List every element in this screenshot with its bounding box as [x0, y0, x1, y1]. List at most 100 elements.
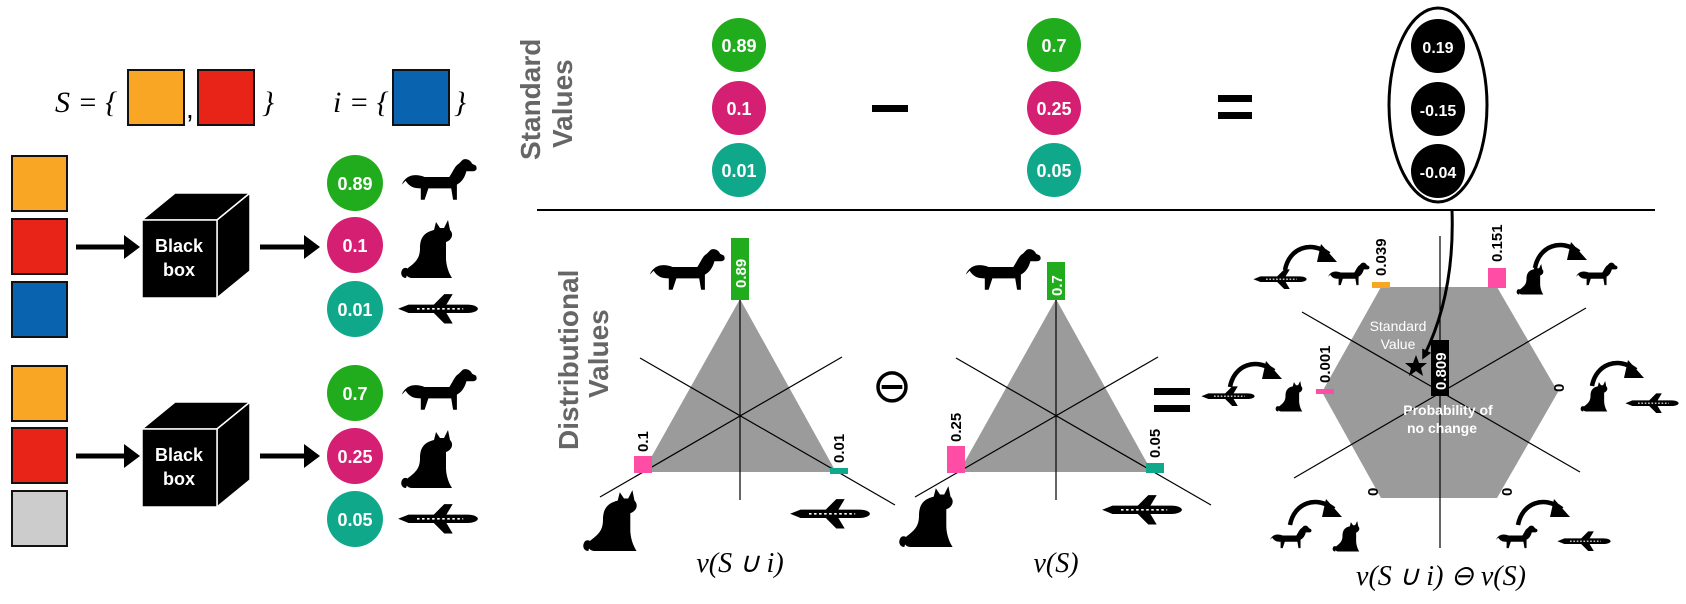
row1-outputs: 0.89 0.1 0.01 [327, 155, 479, 337]
no-change-value: 0.809 [1433, 352, 1450, 390]
no-change-label-line1: Probability of [1403, 402, 1493, 418]
output-circle [327, 217, 383, 273]
black-box-label-line1: Black [155, 445, 204, 465]
curved-arrow-icon [1535, 242, 1587, 268]
result-circle [1411, 82, 1465, 136]
dog-bar [731, 238, 749, 300]
dog-value: 0.89 [733, 259, 750, 288]
cat-icon [1516, 264, 1544, 295]
set-S-orange-square [127, 69, 185, 126]
output-value: 0.89 [337, 174, 372, 194]
set-i-close: } [454, 86, 466, 119]
value-circle [1027, 81, 1081, 135]
plane-bar [1146, 463, 1164, 473]
value-text: 0.7 [1041, 36, 1066, 56]
curved-arrow-icon [1518, 499, 1570, 525]
dog-icon [1270, 525, 1312, 549]
result-value: -0.04 [1420, 165, 1457, 182]
triangle2-caption: v(S) [1033, 548, 1078, 579]
value-text: 0.25 [1036, 99, 1071, 119]
cat-to-plane-transition [1580, 360, 1680, 414]
cat-value: 0.1 [635, 431, 652, 452]
result-ellipse [1387, 6, 1489, 204]
airplane-icon [1200, 385, 1256, 407]
set-S-comma: , [186, 93, 194, 124]
cat-icon [1332, 521, 1360, 552]
star-icon [1405, 355, 1427, 376]
standard-value-label-line2: Value [1381, 336, 1416, 352]
set-notation: S = { , } i = { } [55, 69, 466, 126]
distributional-label-line1: Distributional [553, 270, 584, 450]
plane-to-dog-transition [1252, 244, 1370, 290]
set-S-label: S = { [55, 86, 117, 119]
cat-icon [583, 490, 637, 551]
plane-to-cat-value: 0.001 [1317, 345, 1334, 383]
result-value: -0.15 [1420, 103, 1457, 120]
dog-bar [1047, 262, 1065, 300]
triangle1-caption: v(S ∪ i) [696, 548, 783, 579]
cat-bar [634, 456, 652, 473]
value-text: 0.05 [1036, 161, 1071, 181]
standard-label-line1: Standard [515, 39, 546, 160]
curved-arrow-icon [1285, 244, 1337, 270]
set-S-red-square [197, 69, 255, 126]
flow-arrows [76, 235, 320, 468]
no-change-label-line2: no change [1407, 420, 1477, 436]
row1-input-square [11, 155, 68, 212]
cat-bar [947, 446, 965, 473]
distributional-label-line2: Values [583, 309, 614, 398]
dog-icon [401, 159, 477, 200]
cat-to-dog-bar [1488, 268, 1506, 288]
plane-to-dog-value: 0.039 [1373, 238, 1390, 276]
cat-value: 0.25 [948, 413, 965, 442]
output-value: 0.25 [337, 447, 372, 467]
equals-sign-2 [1154, 388, 1190, 412]
airplane-icon [1101, 494, 1183, 526]
row2-input-square [11, 490, 68, 547]
standard-section-label: Standard Values [515, 39, 578, 160]
value-circle [1027, 143, 1081, 197]
dog-to-plane-value: 0 [1499, 488, 1516, 496]
airplane-icon [397, 503, 479, 535]
cat-icon [899, 486, 953, 547]
value-circle [712, 81, 766, 135]
distribution-difference-operator: ⊖ [872, 360, 912, 413]
standard-subtrahend: 0.7 0.25 0.05 [1027, 18, 1081, 197]
dog-to-plane-transition [1496, 499, 1612, 552]
standard-label-line2: Values [547, 59, 578, 148]
output-circle [327, 281, 383, 337]
value-circle [712, 18, 766, 72]
distributional-section-label: Distributional Values [553, 270, 614, 450]
simplex-triangle-1: 0.89 0.1 0.01 v(S ∪ i) [583, 238, 896, 579]
dog-icon [401, 369, 477, 410]
result-circle [1411, 19, 1465, 73]
dog-to-cat-value: 0 [1365, 488, 1382, 496]
minus-sign [872, 105, 908, 112]
dog-icon [965, 249, 1041, 290]
standard-value-label-line1: Standard [1370, 318, 1427, 334]
curved-arrow-icon [1290, 499, 1342, 525]
value-circle [1027, 18, 1081, 72]
hexagon-caption: v(S ∪ i) ⊖ v(S) [1356, 561, 1526, 592]
output-circle [327, 155, 383, 211]
row1-input-square [11, 218, 68, 275]
value-circle [712, 143, 766, 197]
dog-icon [1496, 525, 1538, 549]
cat-to-dog-value: 0.151 [1489, 224, 1506, 262]
plane-to-dog-bar [1372, 282, 1390, 288]
dog-value: 0.7 [1049, 275, 1066, 296]
airplane-icon [1556, 530, 1612, 552]
black-box-label-line2: box [163, 260, 195, 280]
connector-arrow [1422, 209, 1454, 360]
airplane-icon [789, 498, 871, 530]
black-box-label-line2: box [163, 469, 195, 489]
output-circle [327, 428, 383, 484]
output-circle [327, 491, 383, 547]
curved-arrow-icon [1230, 361, 1282, 387]
plane-to-cat-bar [1316, 389, 1334, 394]
plane-value: 0.01 [831, 434, 848, 463]
row1-input-square [11, 281, 68, 338]
dog-icon [1576, 262, 1618, 286]
row2-input-square [11, 427, 68, 484]
